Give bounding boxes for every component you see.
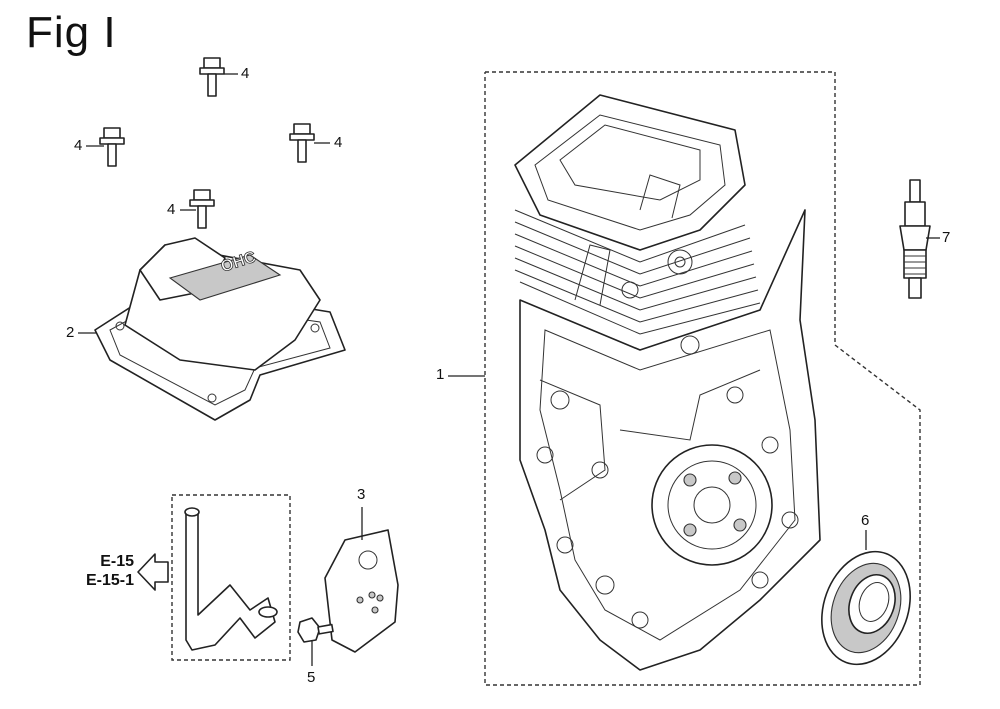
callout-4-lower: 4 — [167, 201, 176, 218]
callout-3: 3 — [357, 486, 366, 503]
oil-seal-drawing — [821, 550, 911, 666]
reference-e15[interactable]: E-15 — [100, 553, 134, 570]
bolt-5-drawing — [297, 617, 334, 643]
bolt-4-top — [199, 57, 238, 97]
breather-tube-boundary — [171, 494, 291, 661]
callout-5: 5 — [307, 669, 316, 686]
spark-plug-drawing — [899, 179, 931, 299]
figure-title: Fig I — [26, 8, 117, 57]
callout-4-top: 4 — [241, 65, 250, 82]
bolt-4-right — [289, 123, 330, 163]
bolt-4-left — [86, 127, 125, 167]
callout-4-right: 4 — [334, 134, 343, 151]
head-cover-drawing — [94, 237, 346, 421]
bolt-4-lower — [180, 189, 215, 229]
engine-assembly-boundary — [484, 71, 921, 686]
callout-4-left: 4 — [74, 137, 83, 154]
plate-part-3-drawing — [324, 529, 399, 653]
callout-6: 6 — [861, 512, 870, 529]
callout-1: 1 — [436, 366, 445, 383]
callout-7: 7 — [942, 229, 951, 246]
reference-arrow — [137, 553, 169, 591]
breather-tube-drawing — [184, 507, 278, 651]
callout-2: 2 — [66, 324, 75, 341]
cylinder-block-drawing — [514, 94, 821, 671]
reference-e15-1[interactable]: E-15-1 — [85, 572, 134, 589]
